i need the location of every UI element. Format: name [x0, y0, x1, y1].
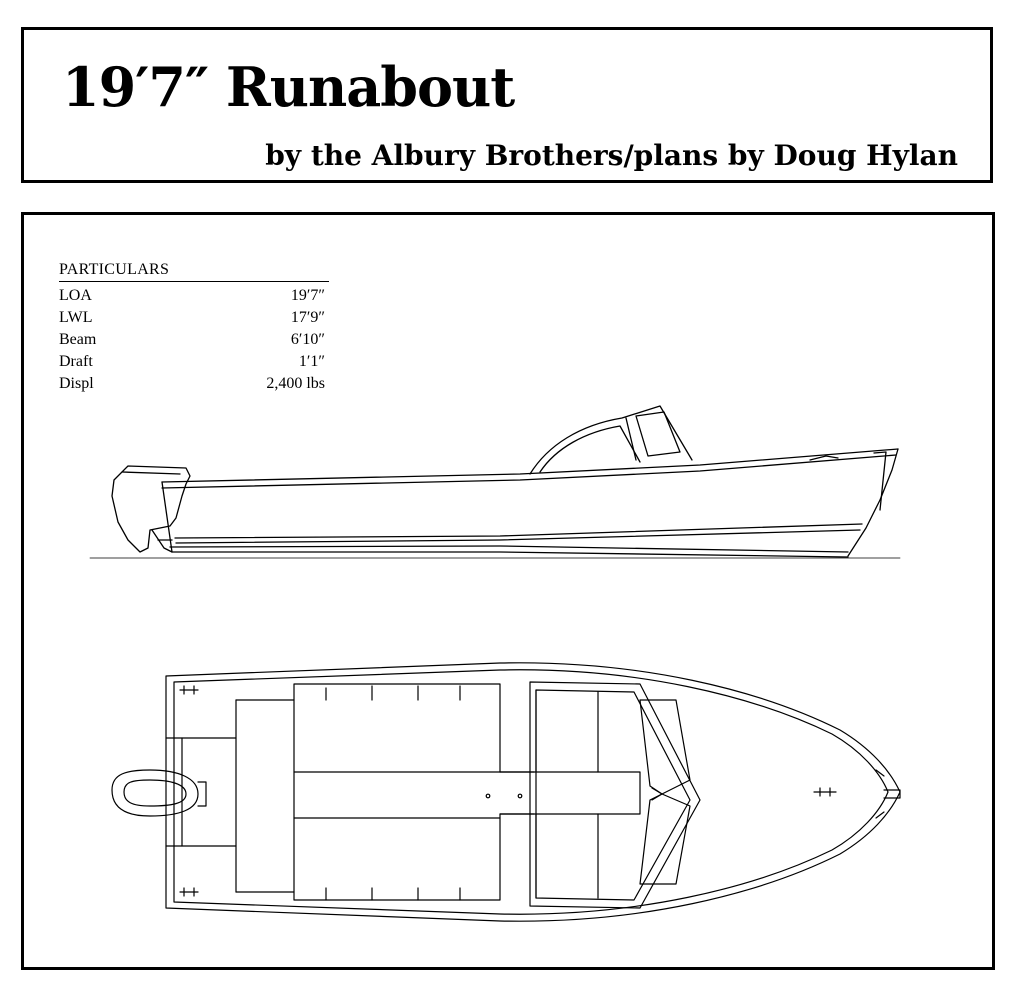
particulars-value: 17′9″	[290, 309, 325, 326]
hull-profile	[161, 448, 899, 558]
cuddy-cabin-profile	[529, 405, 839, 475]
outboard-motor-profile	[111, 465, 191, 553]
title-panel: 19′7″ Runabout by the Albury Brothers/pl…	[21, 27, 993, 183]
particulars-value: 2,400 lbs	[266, 375, 325, 392]
transom-plan	[165, 699, 237, 893]
particulars-row-loa: LOA 19′7″	[59, 285, 329, 307]
particulars-label: Draft	[59, 353, 93, 370]
cockpit-plan	[235, 683, 641, 901]
particulars-row-lwl: LWL 17′9″	[59, 307, 329, 329]
page-subtitle: by the Albury Brothers/plans by Doug Hyl…	[265, 139, 958, 172]
particulars-row-beam: Beam 6′10″	[59, 329, 329, 351]
particulars-row-draft: Draft 1′1″	[59, 351, 329, 373]
particulars-value: 6′10″	[290, 331, 325, 348]
particulars-label: Beam	[59, 331, 97, 348]
particulars-table: PARTICULARS LOA 19′7″ LWL 17′9″ Beam 6′1…	[59, 261, 329, 395]
outboard-motor-plan	[111, 769, 207, 817]
particulars-heading: PARTICULARS	[59, 261, 329, 282]
bow-fittings	[813, 769, 901, 819]
plans-panel: PARTICULARS LOA 19′7″ LWL 17′9″ Beam 6′1…	[21, 212, 995, 970]
particulars-label: LWL	[59, 309, 93, 326]
particulars-label: Displ	[59, 375, 94, 392]
forward-cuddy-plan	[529, 681, 701, 909]
particulars-value: 1′1″	[298, 353, 325, 370]
particulars-row-displ: Displ 2,400 lbs	[59, 373, 329, 395]
particulars-value: 19′7″	[290, 287, 325, 304]
stern-cleats	[179, 685, 199, 897]
particulars-label: LOA	[59, 287, 92, 304]
hull-plan-outline	[165, 662, 901, 922]
page-title: 19′7″ Runabout	[62, 55, 515, 119]
